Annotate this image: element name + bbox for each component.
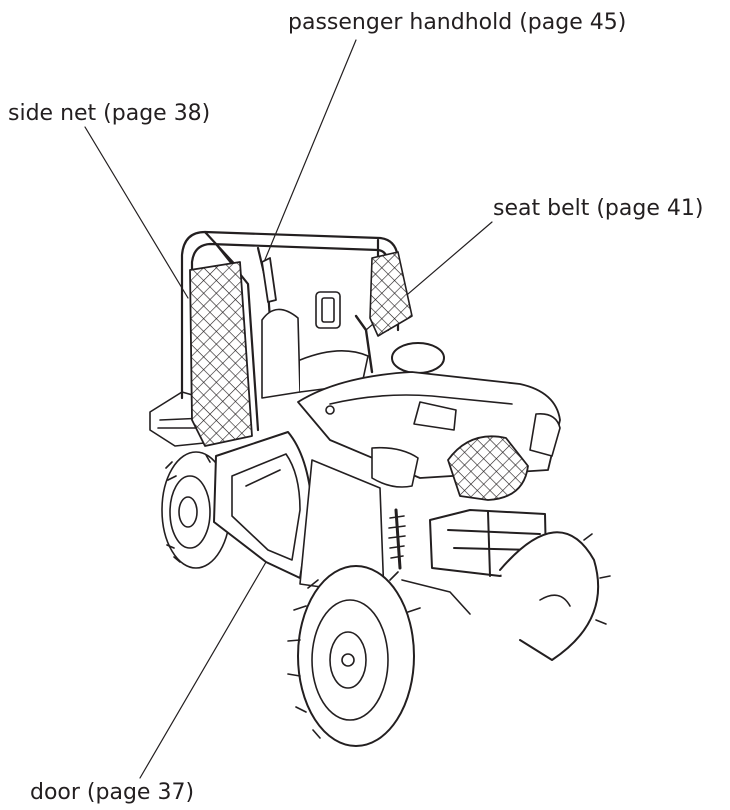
- suspension: [389, 510, 470, 614]
- rear-wheel: [162, 452, 230, 568]
- callout-passenger-handhold: passenger handhold (page 45): [288, 10, 627, 35]
- callout-side-net: side net (page 38): [8, 101, 211, 126]
- door: [214, 432, 312, 578]
- front-left-wheel: [288, 566, 420, 746]
- leader-line-handhold: [264, 40, 356, 262]
- side-net: [190, 262, 252, 446]
- leader-line-door: [140, 562, 266, 778]
- passenger-handhold: [262, 258, 276, 302]
- headlights: [372, 414, 560, 487]
- steering-wheel: [392, 343, 444, 373]
- rear-net: [370, 252, 412, 336]
- front-right-wheel: [500, 532, 610, 660]
- grille: [448, 436, 528, 500]
- leader-line-side-net: [85, 127, 188, 298]
- callout-seat-belt: seat belt (page 41): [493, 196, 704, 221]
- leader-lines: [85, 40, 492, 778]
- seat-belt: [356, 316, 372, 372]
- callout-door: door (page 37): [30, 780, 195, 805]
- mirror: [316, 292, 340, 328]
